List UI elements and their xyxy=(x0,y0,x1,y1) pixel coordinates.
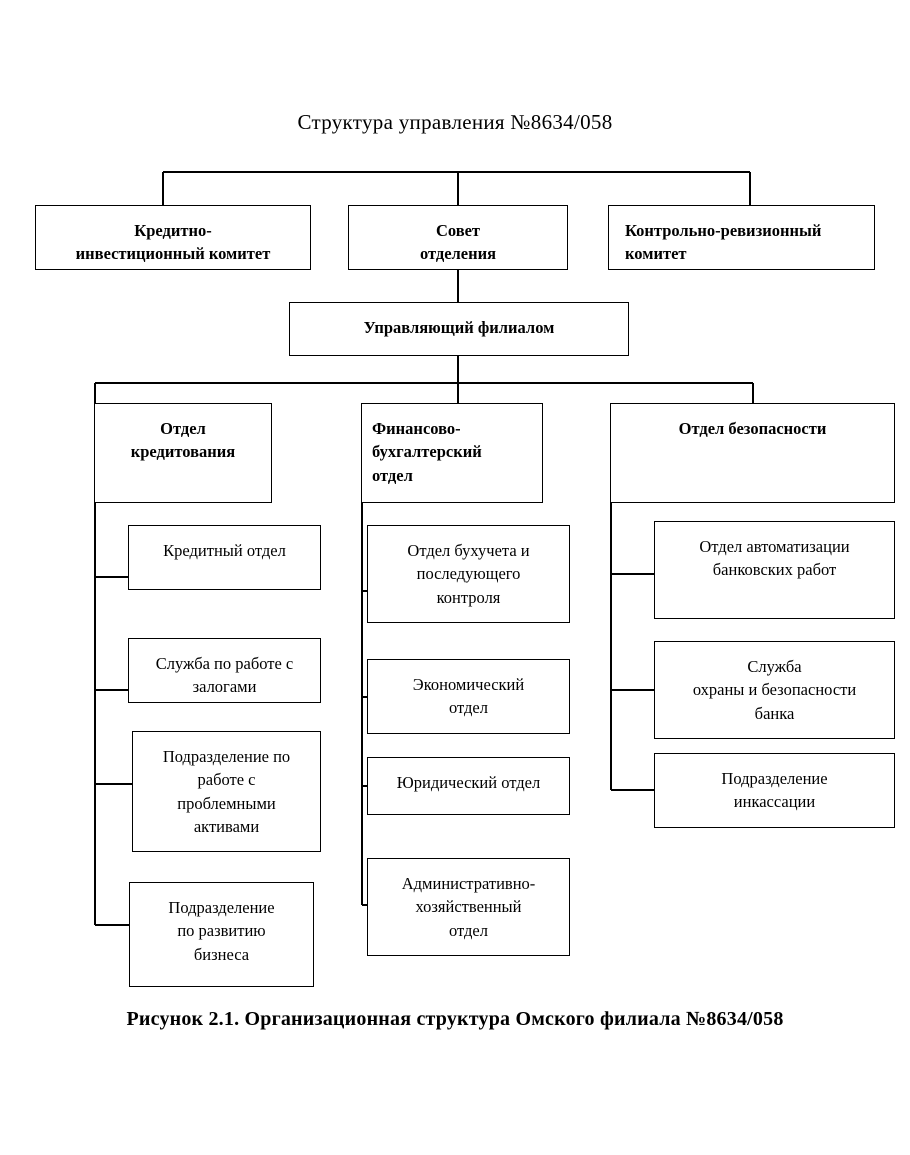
node-label: Подразделение по развитию бизнеса xyxy=(168,898,275,964)
node-bank-automation-department[interactable]: Отдел автоматизации банковских работ xyxy=(654,521,895,619)
node-branch-council[interactable]: Совет отделения xyxy=(348,205,568,270)
node-label: Экономический отдел xyxy=(412,675,525,718)
node-collateral-service[interactable]: Служба по работе с залогами xyxy=(128,638,321,703)
node-label: Административно- хозяйственный отдел xyxy=(401,874,536,940)
node-security-division[interactable]: Отдел безопасности xyxy=(610,403,895,503)
node-label: Кредитно- инвестиционный комитет xyxy=(75,221,271,264)
node-business-development-unit[interactable]: Подразделение по развитию бизнеса xyxy=(129,882,314,987)
node-accounting-control-department[interactable]: Отдел бухучета и последующего контроля xyxy=(367,525,570,623)
node-label: Контрольно-ревизионный комитет xyxy=(625,221,822,264)
node-audit-committee[interactable]: Контрольно-ревизионный комитет xyxy=(608,205,875,270)
node-administrative-department[interactable]: Административно- хозяйственный отдел xyxy=(367,858,570,956)
node-label: Служба охраны и безопасности банка xyxy=(692,657,857,723)
node-label: Управляющий филиалом xyxy=(363,318,555,337)
page-title: Структура управления №8634/058 xyxy=(297,110,613,134)
node-label: Подразделение инкассации xyxy=(721,769,828,812)
node-label: Служба по работе с залогами xyxy=(155,654,294,697)
node-label: Юридический отдел xyxy=(396,773,541,792)
node-label: Отдел безопасности xyxy=(678,419,827,438)
node-label: Подразделение по работе с проблемными ак… xyxy=(162,747,291,837)
node-branch-manager[interactable]: Управляющий филиалом xyxy=(289,302,629,356)
node-label: Совет отделения xyxy=(419,221,497,264)
node-economic-department[interactable]: Экономический отдел xyxy=(367,659,570,734)
node-label: Отдел автоматизации банковских работ xyxy=(699,537,850,580)
node-bank-security-service[interactable]: Служба охраны и безопасности банка xyxy=(654,641,895,739)
node-cash-collection-unit[interactable]: Подразделение инкассации xyxy=(654,753,895,828)
node-credit-department[interactable]: Кредитный отдел xyxy=(128,525,321,590)
node-problem-assets-unit[interactable]: Подразделение по работе с проблемными ак… xyxy=(132,731,321,852)
figure-caption: Рисунок 2.1. Организационная структура О… xyxy=(126,1008,784,1030)
node-credit-division[interactable]: Отдел кредитования xyxy=(94,403,272,503)
node-finance-accounting-division[interactable]: Финансово- бухгалтерский отдел xyxy=(361,403,543,503)
node-legal-department[interactable]: Юридический отдел xyxy=(367,757,570,815)
node-label: Отдел кредитования xyxy=(130,419,236,462)
node-label: Кредитный отдел xyxy=(163,541,286,560)
node-label: Отдел бухучета и последующего контроля xyxy=(407,541,530,607)
node-label: Финансово- бухгалтерский отдел xyxy=(372,419,482,485)
node-credit-investment-committee[interactable]: Кредитно- инвестиционный комитет xyxy=(35,205,311,270)
